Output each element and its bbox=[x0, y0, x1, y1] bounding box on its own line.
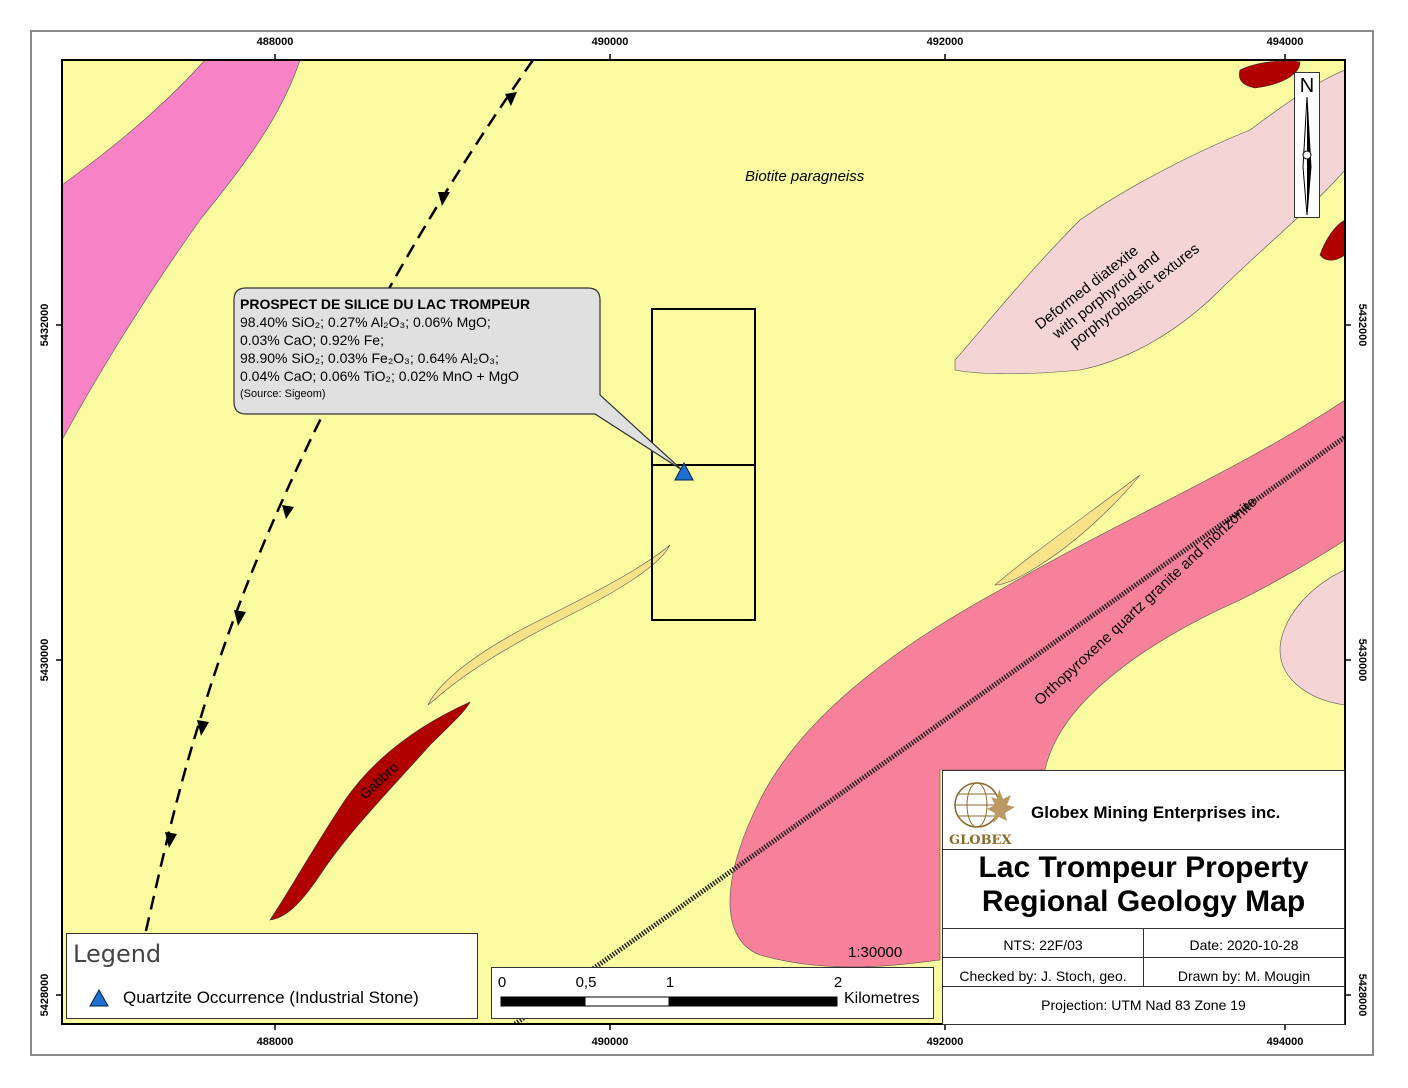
grid-ticks bbox=[56, 54, 1351, 1030]
callout-line: 0.04% CaO; 0.06% TiO₂; 0.02% MnO + MgO bbox=[240, 368, 519, 384]
northing-label: 5428000 bbox=[1356, 973, 1368, 1017]
map-title: Lac Trompeur Property Regional Geology M… bbox=[943, 851, 1344, 919]
biotite-label: Biotite paragneiss bbox=[745, 168, 865, 185]
north-label: N bbox=[1299, 75, 1315, 97]
map-frame bbox=[30, 30, 1374, 1056]
scale-tick: 0 bbox=[497, 974, 507, 991]
northing-label: 5432000 bbox=[39, 303, 51, 347]
scale-tick: 1 bbox=[665, 974, 675, 991]
scale-bar-graphic bbox=[500, 996, 838, 1007]
title-block: GLOBEX Globex Mining Enterprises inc. La… bbox=[942, 770, 1345, 1025]
dike-line[interactable] bbox=[513, 434, 1345, 1024]
easting-label: 490000 bbox=[591, 1036, 629, 1048]
legend-item-label: Quartzite Occurrence (Industrial Stone) bbox=[123, 988, 419, 1007]
callout-title: PROSPECT DE SILICE DU LAC TROMPEUR bbox=[240, 296, 531, 312]
easting-label: 494000 bbox=[1266, 1036, 1304, 1048]
easting-label: 494000 bbox=[1266, 36, 1304, 48]
granite-unit[interactable] bbox=[729, 399, 1345, 968]
map-title-line: Lac Trompeur Property bbox=[978, 851, 1309, 884]
scale-ratio: 1:30000 bbox=[848, 944, 903, 961]
legend-title: Legend bbox=[73, 940, 162, 968]
diatexite-unit[interactable] bbox=[954, 69, 1345, 375]
easting-label: 490000 bbox=[591, 36, 629, 48]
northing-label: 5430000 bbox=[39, 638, 51, 682]
drawn-by-label: Drawn by: M. Mougin bbox=[1177, 968, 1311, 984]
triangle-icon bbox=[89, 989, 109, 1007]
scale-bar: 0 0,5 1 2 Kilometres bbox=[491, 967, 934, 1019]
callout-source: (Source: Sigeom) bbox=[240, 388, 326, 400]
nts-label: NTS: 22F/03 bbox=[1003, 937, 1083, 953]
legend: Legend Quartzite Occurrence (Industrial … bbox=[66, 933, 478, 1019]
quartzite-lens-west[interactable] bbox=[427, 544, 671, 706]
scale-tick: 0,5 bbox=[575, 974, 597, 991]
north-arrow: N bbox=[1294, 72, 1320, 218]
callout-line: 98.90% SiO₂; 0.03% Fe₂O₃; 0.64% Al₂O₃; bbox=[240, 350, 499, 366]
property-claims[interactable] bbox=[651, 308, 756, 621]
quartzite-lens-east[interactable] bbox=[994, 474, 1141, 586]
gabbro-unit-e[interactable] bbox=[1319, 219, 1345, 261]
gabbro-unit[interactable] bbox=[269, 701, 471, 921]
map-title-line: Regional Geology Map bbox=[981, 885, 1306, 918]
easting-label: 492000 bbox=[926, 36, 964, 48]
company-name: Globex Mining Enterprises inc. bbox=[1031, 803, 1281, 822]
scale-tick: 2 bbox=[833, 974, 843, 991]
pink-band-unit[interactable] bbox=[62, 60, 301, 441]
northing-label: 5432000 bbox=[1356, 303, 1368, 347]
logo-text: GLOBEX bbox=[949, 833, 1012, 848]
gabbro-unit-ne[interactable] bbox=[1239, 60, 1301, 89]
callout-line: 0.03% CaO; 0.92% Fe; bbox=[240, 332, 384, 348]
quartzite-occurrence-icon[interactable] bbox=[674, 461, 694, 481]
diatexite-unit-east[interactable] bbox=[1279, 569, 1345, 706]
easting-label: 488000 bbox=[256, 1036, 294, 1048]
scale-unit: Kilometres bbox=[844, 990, 920, 1007]
checked-by-label: Checked by: J. Stoch, geo. bbox=[959, 968, 1127, 984]
prospect-callout: PROSPECT DE SILICE DU LAC TROMPEUR 98.40… bbox=[236, 291, 598, 415]
projection-label: Projection: UTM Nad 83 Zone 19 bbox=[1041, 997, 1246, 1013]
globe-logo-icon bbox=[954, 782, 1015, 828]
north-arrow-icon bbox=[1302, 97, 1312, 216]
legend-item: Quartzite Occurrence (Industrial Stone) bbox=[89, 988, 419, 1008]
date-label: Date: 2020-10-28 bbox=[1189, 937, 1299, 953]
callout-line: 98.40% SiO₂; 0.27% Al₂O₃; 0.06% MgO; bbox=[240, 314, 491, 330]
fault-teeth bbox=[165, 92, 517, 848]
easting-label: 492000 bbox=[926, 1036, 964, 1048]
callout-bubble bbox=[233, 287, 683, 471]
northing-label: 5430000 bbox=[1356, 638, 1368, 682]
easting-label: 488000 bbox=[256, 36, 294, 48]
northing-label: 5428000 bbox=[39, 973, 51, 1017]
